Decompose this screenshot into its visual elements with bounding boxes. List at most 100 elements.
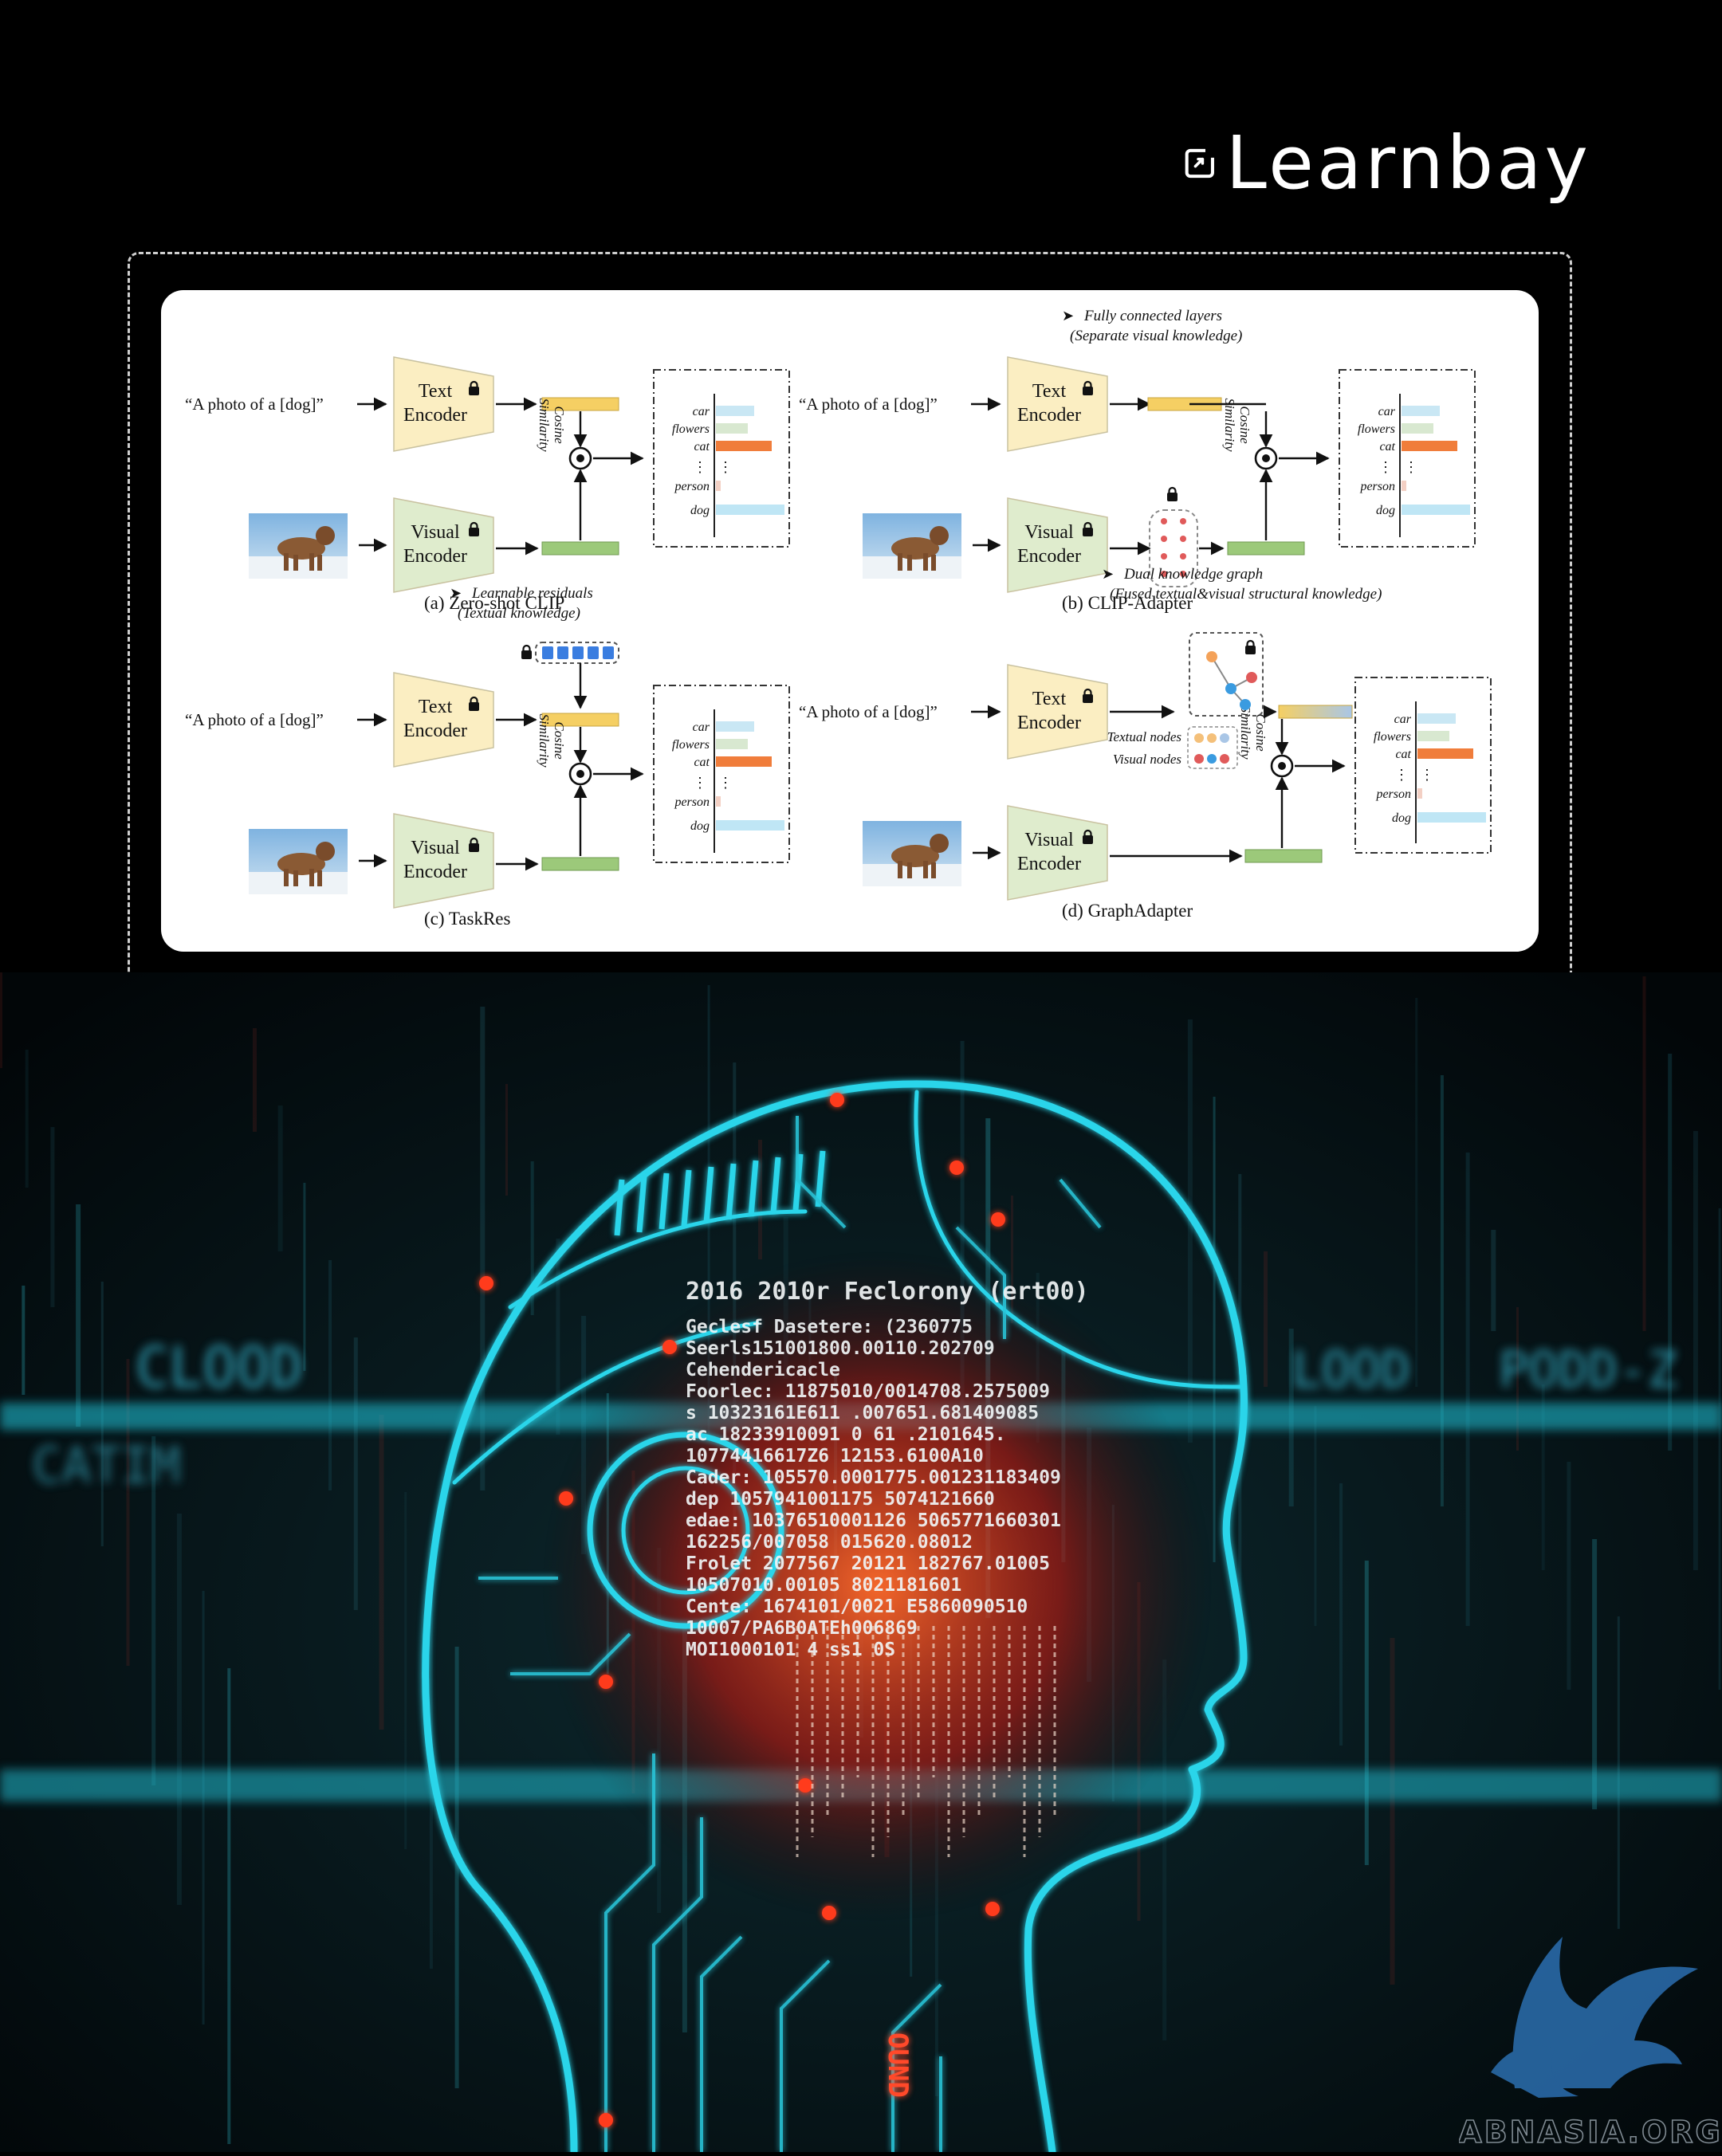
text-encoder-shape	[393, 356, 494, 452]
lock-body	[1083, 528, 1093, 536]
text-encoder-label-2: Encoder	[403, 405, 467, 426]
griffin-shape	[1491, 1937, 1698, 2098]
trace-10	[796, 1116, 847, 1229]
rib-0	[614, 1179, 625, 1236]
dog-leg-2	[293, 555, 298, 571]
streak-47	[1187, 1019, 1193, 1443]
class-label-car: car	[1394, 713, 1412, 726]
note-subtitle: (Textual knowledge)	[458, 605, 580, 622]
class-ellipsis: ⋮	[1394, 767, 1409, 783]
class-label-cat: cat	[694, 440, 710, 454]
note-title: Fully connected layers	[1083, 308, 1222, 324]
red-node-6	[599, 1675, 613, 1689]
hologram-line-3: Cehendericacle	[686, 1360, 840, 1380]
streak-62	[1567, 1462, 1571, 1690]
class-bar-car	[716, 406, 754, 416]
streak-21	[530, 1161, 534, 1315]
streak-54	[1364, 1561, 1369, 1865]
rib-4	[703, 1166, 714, 1223]
streak-60	[1516, 1307, 1519, 1451]
class-bar-car	[1402, 406, 1440, 416]
visual-nodes-label: Visual nodes	[1113, 752, 1181, 767]
class-label-dog: dog	[1376, 504, 1395, 517]
visual-encoder-label-2: Encoder	[403, 546, 467, 567]
node-legend-border	[1187, 726, 1238, 769]
side-code-left-2: CATIM	[32, 1436, 181, 1494]
class-label-person: person	[1359, 480, 1395, 493]
streak-30	[758, 1140, 762, 1259]
streak-3	[76, 1204, 81, 1427]
ear-ring-inner	[621, 1466, 750, 1595]
dog-photo	[863, 821, 961, 886]
streak-6	[151, 1436, 156, 1785]
streak-0	[0, 972, 2, 1068]
class-label-person: person	[674, 480, 710, 493]
lock-shackle	[1083, 380, 1092, 387]
text-encoder-shape	[1007, 664, 1108, 760]
dog-photo	[249, 829, 348, 894]
class-bar-person	[1417, 788, 1422, 799]
red-node-9	[822, 1906, 836, 1920]
lock-body	[469, 387, 479, 395]
cosine-dot	[1278, 762, 1286, 770]
adapter-node-left-1	[1161, 536, 1167, 542]
class-label-car: car	[693, 721, 710, 734]
adapter-node-right-3	[1180, 571, 1186, 577]
streak-56	[1415, 998, 1418, 1387]
cosine-operator: CosineSimilarity	[537, 713, 592, 786]
class-label-cat: cat	[1395, 748, 1411, 761]
dog-head	[316, 842, 335, 861]
class-bar-person	[1402, 481, 1406, 491]
class-label-flowers: flowers	[1374, 730, 1411, 744]
dog-leg-2	[907, 862, 912, 878]
class-bar-cat	[1402, 441, 1457, 451]
adapter-node-right-2	[1180, 553, 1186, 560]
text-encoder-lock-icon	[469, 696, 479, 711]
streak-65	[1642, 976, 1646, 1331]
streak-53	[1339, 1483, 1343, 1746]
watermark: ABNASIA.ORG	[1457, 1889, 1722, 2152]
streak-18	[454, 1647, 459, 2088]
text-encoder-label-2: Encoder	[1017, 713, 1081, 733]
bar-ellipsis: ⋮	[1420, 767, 1434, 783]
visual-encoder-label-2: Encoder	[403, 862, 467, 882]
red-node-5	[559, 1491, 573, 1506]
dog-leg-3	[309, 869, 314, 886]
dog-leg-3	[923, 553, 928, 571]
lock-body	[1083, 387, 1093, 395]
class-label-cat: cat	[1379, 440, 1395, 454]
cosine-label-line-1: Cosine	[1237, 406, 1252, 444]
dog-leg-1	[284, 869, 289, 886]
streak-50	[1264, 1251, 1268, 1387]
visual-feature-bar	[541, 857, 619, 871]
class-bar-cat	[716, 441, 772, 451]
lock-shackle	[522, 644, 531, 651]
text-encoder-shape	[393, 672, 494, 768]
graph-node-4	[1240, 699, 1251, 710]
text-encoder-label-1: Text	[1032, 381, 1067, 402]
lock-body	[469, 843, 479, 852]
text-feature-bar	[541, 397, 619, 411]
neck-label: OUND	[882, 2032, 914, 2098]
lock-body	[469, 702, 479, 711]
cosine-label-line-2: Similarity	[537, 398, 552, 452]
note-subtitle: (Fused textual&visual structural knowled…	[1110, 586, 1382, 603]
bar-ellipsis: ⋮	[1404, 459, 1418, 475]
lock-shackle	[470, 380, 478, 387]
cosine-label: CosineSimilarity	[1238, 705, 1268, 760]
streak-20	[505, 1084, 508, 1196]
fully-connected-adapter	[1149, 486, 1198, 587]
textual-node-swatch-2	[1220, 733, 1229, 743]
lock-body	[1167, 493, 1177, 501]
streak-13	[328, 1260, 332, 1490]
rib-5	[725, 1163, 737, 1220]
trace-2	[700, 1935, 743, 2152]
dog-leg-2	[907, 555, 912, 571]
panel-caption: (b) CLIP-Adapter	[1062, 593, 1193, 613]
streak-19	[480, 1007, 486, 1490]
